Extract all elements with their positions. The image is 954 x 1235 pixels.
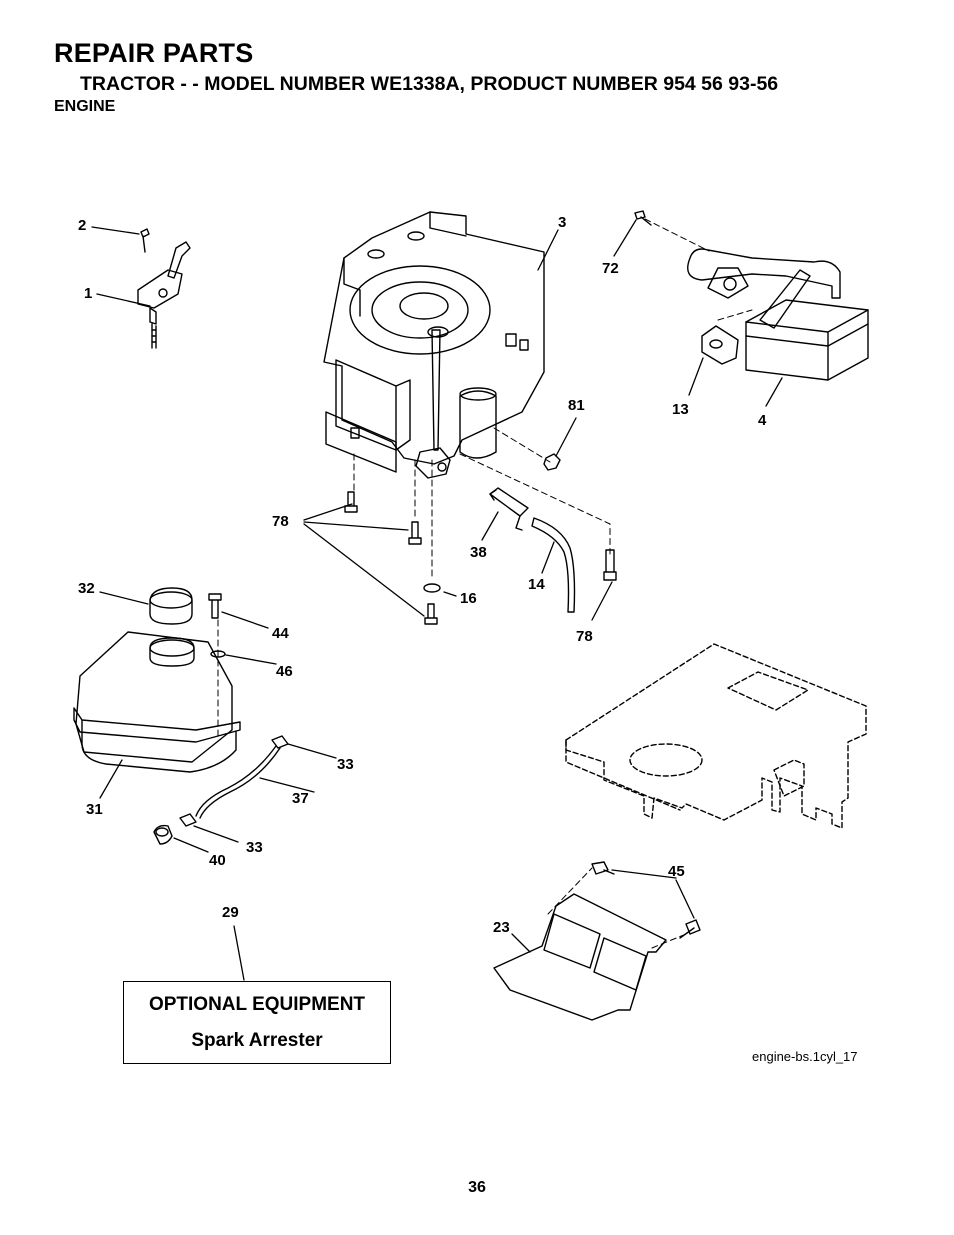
callout-23: 23 xyxy=(493,919,510,936)
figure-id: engine-bs.1cyl_17 xyxy=(752,1049,858,1064)
tractor-frame-part xyxy=(565,643,867,829)
callout-78-right: 78 xyxy=(576,628,593,645)
callout-32: 32 xyxy=(78,580,95,597)
callout-33-lower: 33 xyxy=(246,839,263,856)
callout-40: 40 xyxy=(209,852,226,869)
muffler-part xyxy=(634,210,869,381)
callout-14: 14 xyxy=(528,576,545,593)
page-number: 36 xyxy=(468,1179,486,1196)
callout-72: 72 xyxy=(602,260,619,277)
optional-equipment-box: OPTIONAL EQUIPMENT Spark Arrester xyxy=(123,981,391,1064)
callout-46: 46 xyxy=(276,663,293,680)
callout-4: 4 xyxy=(758,412,767,429)
heat-shield-part xyxy=(493,861,701,1021)
page-title: REPAIR PARTS xyxy=(54,38,254,68)
fuel-filter-part xyxy=(489,453,617,613)
callout-45: 45 xyxy=(668,863,685,880)
callout-31: 31 xyxy=(86,801,103,818)
throttle-control-part xyxy=(137,228,191,349)
section-label: ENGINE xyxy=(54,98,116,115)
callout-37: 37 xyxy=(292,790,309,807)
engine-part xyxy=(323,211,545,479)
callout-2: 2 xyxy=(78,217,86,234)
callout-16: 16 xyxy=(460,590,477,607)
callout-44: 44 xyxy=(272,625,289,642)
callout-38: 38 xyxy=(470,544,487,561)
callout-33-upper: 33 xyxy=(337,756,354,773)
callout-1: 1 xyxy=(84,285,92,302)
page-subtitle: TRACTOR - - MODEL NUMBER WE1338A, PRODUC… xyxy=(80,73,779,95)
optional-equipment-item: Spark Arrester xyxy=(191,1030,323,1051)
callout-81: 81 xyxy=(568,397,585,414)
callout-3: 3 xyxy=(558,214,566,231)
callout-78-left: 78 xyxy=(272,513,289,530)
engine-bolts-part xyxy=(344,491,441,625)
fuel-tank-part xyxy=(73,587,289,845)
optional-equipment-title: OPTIONAL EQUIPMENT xyxy=(148,994,366,1015)
callout-29: 29 xyxy=(222,904,239,921)
callout-13: 13 xyxy=(672,401,689,418)
